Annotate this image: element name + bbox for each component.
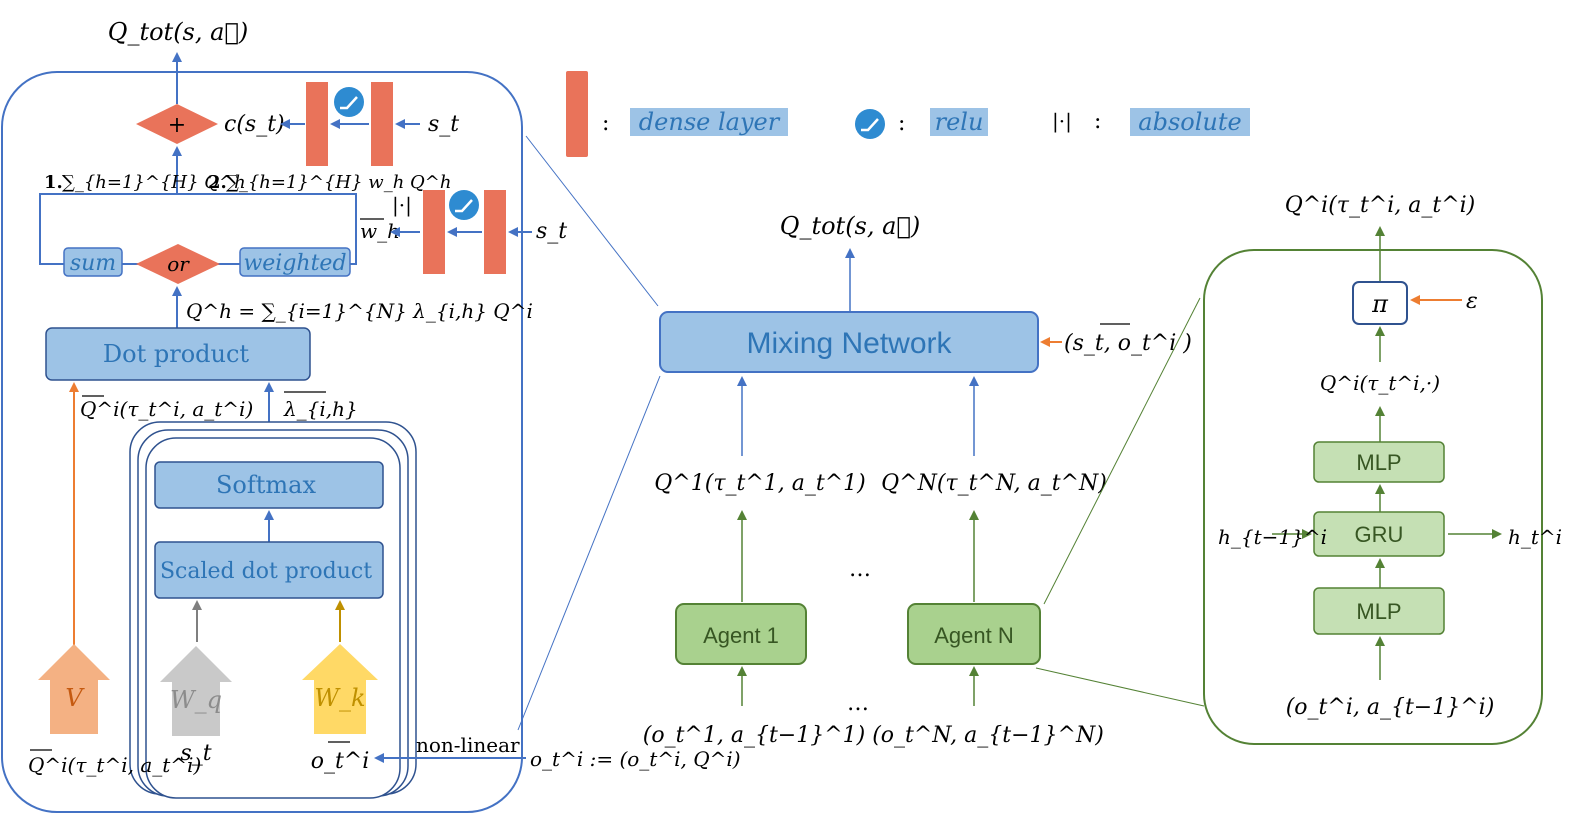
wq-block-arrow (160, 646, 232, 736)
bottom-q-label: Q^i(τ_t^i, a_t^i) (28, 753, 201, 777)
mlp-bottom-label: MLP (1356, 599, 1401, 624)
legend-colon-1: : (602, 111, 609, 136)
pi-label: π (1371, 290, 1389, 318)
qN-label: Q^N(τ_t^N, a_t^N) (881, 471, 1107, 496)
gru-box (1313, 511, 1445, 557)
mlp-top-label: MLP (1356, 450, 1401, 475)
legend-colon-2: : (898, 111, 905, 136)
bottom-o-label: o_t^i (311, 749, 370, 774)
o-definition: o_t^i := (o_t^i, Q^i) (530, 747, 741, 771)
or-label: or (167, 252, 190, 276)
dense-layer-mid-1 (423, 190, 445, 274)
mixer-q-tot-label: Q_tot(s, a⃗) (108, 18, 248, 46)
plus-diamond (136, 104, 218, 144)
agent-detail: Q^i(τ_t^i, a_t^i) π ε Q^i(τ_t^i,·) MLP G… (1203, 193, 1562, 745)
wk-label: W_k (314, 684, 365, 712)
mixing-network-label: Mixing Network (746, 327, 952, 360)
dot-product-box (45, 327, 311, 381)
legend-abs-bg (1130, 108, 1250, 136)
agent-q-all-label: Q^i(τ_t^i,·) (1320, 371, 1440, 395)
zoom-line-agent-bottom (1035, 667, 1205, 707)
bottom-st-label: s_t (180, 741, 211, 766)
mixer-detail-frame (1, 71, 523, 813)
softmax-box (154, 461, 384, 509)
st-top-label: s_t (428, 112, 459, 137)
dense-layer-legend-icon (566, 71, 588, 157)
dots-mid: … (849, 557, 871, 582)
weighted-label: weighted (243, 251, 346, 276)
obs-n-label: (o_t^N, a_{t−1}^N) (872, 723, 1104, 748)
relu-legend-icon (855, 109, 885, 139)
lambda-label: λ_{i,h} (283, 397, 358, 421)
legend: : dense layer : relu |·| : absolute (566, 71, 1250, 157)
abs-symbol-small: |·| (392, 193, 412, 218)
plus-symbol: + (168, 113, 186, 138)
scaled-dot-product-box (154, 541, 384, 599)
h-prev-label: h_{t−1}^i (1218, 525, 1327, 549)
v-block-arrow (38, 644, 110, 734)
wk-block-arrow (302, 644, 378, 734)
st-mid-label: s_t (536, 219, 567, 244)
weighted-box (239, 247, 351, 277)
epsilon-label: ε (1466, 289, 1478, 314)
legend-abs-label: absolute (1138, 108, 1241, 136)
zoom-line-agent-top (1043, 297, 1201, 605)
c-st-label: c(s_t) (224, 112, 285, 137)
label-2-prefix: 2. (208, 172, 227, 193)
dots-bottom: … (847, 691, 869, 716)
agent-n-box (907, 603, 1041, 665)
legend-relu-bg (930, 108, 988, 136)
sum-box (63, 247, 123, 277)
main-q-tot-label: Q_tot(s, a⃗) (780, 212, 920, 240)
label-2-weighted-sum: ∑_{h=1}^{H} w_h Q^h (226, 172, 451, 193)
scaled-dot-product-label: Scaled dot product (160, 559, 372, 584)
mixing-network-box (659, 311, 1039, 373)
relu-icon-mid (449, 190, 479, 220)
pi-box (1352, 281, 1408, 325)
q-vec-label: Q^i(τ_t^i, a_t^i) (80, 397, 253, 421)
mlp-top-box (1313, 441, 1445, 483)
mlp-bottom-box (1313, 587, 1445, 635)
zoom-line-mixer-top (525, 135, 659, 307)
legend-abs-symbol: |·| (1052, 109, 1072, 134)
legend-dense-bg (630, 108, 788, 136)
relu-icon-top (334, 87, 364, 117)
mixer-detail: Q_tot(s, a⃗) + c(s_t) s_t 1. ∑_{h=1}^{H}… (1, 18, 741, 813)
dot-product-label: Dot product (103, 340, 250, 368)
wq-label: W_q (170, 686, 222, 714)
legend-dense-label: dense layer (639, 108, 781, 136)
agent-input-label: (o_t^i, a_{t−1}^i) (1286, 695, 1495, 720)
gru-label: GRU (1355, 522, 1404, 547)
h-next-label: h_t^i (1508, 525, 1562, 549)
non-linear-label: non-linear (416, 733, 520, 757)
legend-colon-3: : (1094, 109, 1101, 134)
zoom-line-mixer-bottom (517, 375, 661, 731)
agent-1-box (675, 603, 807, 665)
q-h-equation: Q^h = ∑_{i=1}^{N} λ_{i,h} Q^i (186, 299, 533, 323)
legend-relu-label: relu (935, 108, 984, 136)
q1-label: Q^1(τ_t^1, a_t^1) (654, 471, 865, 496)
label-1-prefix: 1. (44, 172, 63, 193)
main-architecture: Q_tot(s, a⃗) Mixing Network (s_t, o_t^i … (643, 212, 1192, 748)
dense-layer-mid-2 (484, 190, 506, 274)
agent-1-label: Agent 1 (703, 623, 779, 648)
sum-label: sum (70, 251, 116, 276)
state-input-label: (s_t, o_t^i ) (1064, 331, 1192, 356)
or-diamond (136, 244, 220, 284)
obs-1-label: (o_t^1, a_{t−1}^1) (643, 723, 865, 748)
label-1-sum: ∑_{h=1}^{H} Q^h (62, 172, 246, 193)
agent-n-label: Agent N (934, 623, 1014, 648)
agent-detail-frame (1203, 249, 1543, 745)
dense-layer-top-2 (371, 82, 393, 166)
agent-q-out-label: Q^i(τ_t^i, a_t^i) (1285, 193, 1476, 218)
softmax-label: Softmax (216, 471, 316, 499)
dense-layer-top-1 (306, 82, 328, 166)
v-label: V (65, 684, 85, 712)
